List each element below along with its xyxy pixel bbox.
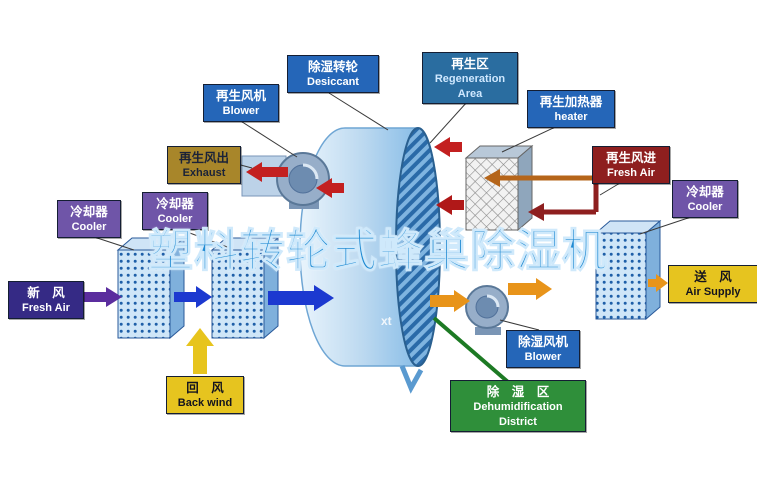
label-regen-heater: 再生加热器 heater <box>527 90 615 128</box>
connector-regen-blower <box>235 117 298 158</box>
fan-blade <box>302 163 319 180</box>
label-fresh-air-en: Fresh Air <box>22 302 70 315</box>
label-cooler-right-en: Cooler <box>687 201 723 214</box>
label-dehumid-blower: 除湿风机 Blower <box>506 330 580 368</box>
regen-blower-fan <box>276 152 330 209</box>
label-regen-exhaust: 再生风出 Exhaust <box>167 146 241 184</box>
supply-air-arrow-3 <box>648 274 668 292</box>
label-regen-exhaust-zh: 再生风出 <box>178 151 229 165</box>
label-regen-inlet: 再生风进 Fresh Air <box>592 146 670 184</box>
supply-air-arrow-1 <box>430 290 470 312</box>
process-cooler-box-2 <box>210 236 280 340</box>
label-cooler-mid: 冷却器 Cooler <box>142 192 208 230</box>
diagram-title: 塑料转轮式蜂巢除湿机 <box>147 224 609 276</box>
box-front <box>595 232 647 320</box>
return-air-arrow <box>186 328 214 374</box>
label-air-supply-en: Air Supply <box>685 286 741 299</box>
label-cooler-right-zh: 冷却器 <box>686 185 724 199</box>
supply-cooler-box <box>594 219 662 321</box>
supply-air-arrow-2 <box>508 278 552 300</box>
process-air-arrow-1 <box>174 286 212 308</box>
label-regen-exhaust-en: Exhaust <box>182 167 226 180</box>
label-dehumid-blower-zh: 除湿风机 <box>517 335 568 349</box>
regen-exhaust-arrow <box>246 162 288 182</box>
label-cooler-mid-zh: 冷却器 <box>156 197 194 211</box>
label-fresh-air: 新 风 Fresh Air <box>8 281 84 319</box>
label-cooler-left-zh: 冷却器 <box>70 205 108 219</box>
label-back-wind-zh: 回 风 <box>186 381 224 395</box>
connector-cooler-mid <box>170 225 231 249</box>
label-regen-inlet-en: Fresh Air <box>607 167 655 180</box>
label-regen-heater-en: heater <box>554 111 588 124</box>
process-air-arrow-2 <box>268 285 334 311</box>
box-side <box>645 219 661 321</box>
box-front <box>465 157 519 231</box>
label-cooler-left: 冷却器 Cooler <box>57 200 121 238</box>
rotor-honeycomb-face <box>395 127 441 367</box>
heater-to-wheel-arrow <box>436 195 464 215</box>
label-dehumid-district: 除 湿 区 Dehumidification District <box>450 380 586 432</box>
label-regeneration-area: 再生区 Regeneration Area <box>422 52 518 104</box>
fan-blade <box>486 294 500 308</box>
small-watermark: xt <box>381 314 392 328</box>
connector-regeneration-area <box>429 101 468 144</box>
label-cooler-mid-en: Cooler <box>157 213 193 226</box>
connector-dehumid-blower <box>499 319 540 331</box>
label-desiccant-en: Desiccant <box>307 76 359 89</box>
box-front <box>117 249 171 339</box>
connector-dehumid-district <box>432 316 510 384</box>
label-cooler-left-en: Cooler <box>71 221 107 234</box>
label-back-wind-en: Back wind <box>177 397 233 410</box>
label-dehumid-district-zh: 除 湿 区 <box>486 385 550 399</box>
label-regeneration-area-en: Regeneration Area <box>434 73 506 100</box>
supply-blower-fan <box>465 285 509 335</box>
label-regen-blower: 再生风机 Blower <box>203 84 279 122</box>
label-regen-blower-en: Blower <box>222 105 260 118</box>
label-fresh-air-zh: 新 风 <box>27 286 65 300</box>
regen-inlet-arrowhead <box>528 203 544 221</box>
fresh-air-arrow <box>80 287 122 307</box>
wheel-to-fan-arrow <box>316 178 344 198</box>
label-air-supply: 送 风 Air Supply <box>668 265 757 303</box>
process-cooler-box-1 <box>116 236 186 340</box>
label-regen-inlet-zh: 再生风进 <box>605 151 656 165</box>
label-regeneration-area-zh: 再生区 <box>451 57 489 71</box>
regen-inlet-top-arrowhead <box>484 169 500 187</box>
label-cooler-right: 冷却器 Cooler <box>672 180 738 218</box>
label-desiccant: 除湿转轮 Desiccant <box>287 55 379 93</box>
label-back-wind: 回 风 Back wind <box>166 376 244 414</box>
label-regen-blower-zh: 再生风机 <box>215 89 266 103</box>
label-dehumid-blower-en: Blower <box>524 351 562 364</box>
label-desiccant-zh: 除湿转轮 <box>307 60 358 74</box>
regen-area-inlet-arrow <box>434 137 462 157</box>
connector-desiccant <box>328 92 389 131</box>
fan-base <box>475 327 501 335</box>
regen-heater-box <box>464 144 534 232</box>
label-dehumid-district-en: Dehumidification District <box>473 401 563 428</box>
label-air-supply-zh: 送 风 <box>694 270 732 284</box>
rotor-drive-belt <box>399 365 424 394</box>
box-front <box>211 249 265 339</box>
label-regen-heater-zh: 再生加热器 <box>539 95 603 109</box>
